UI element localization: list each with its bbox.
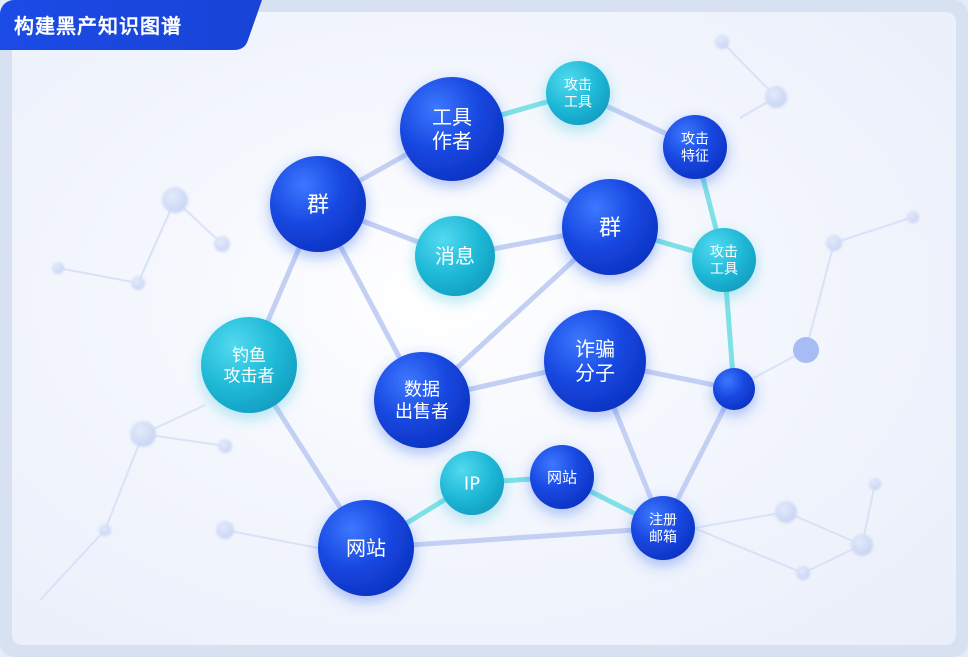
graph-node-label: 钓鱼	[232, 346, 266, 366]
graph-node-circle	[374, 352, 470, 448]
graph-node-circle	[692, 228, 756, 292]
graph-node-label: IP	[464, 473, 480, 494]
graph-node-label: 出售者	[395, 401, 449, 422]
graph-node-circle	[546, 61, 610, 125]
graph-node-label: 攻击	[564, 78, 592, 94]
graph-node-label: 诈骗	[575, 337, 615, 361]
graph-node-label: 邮箱	[649, 529, 677, 545]
page-title: 构建黑产知识图谱	[14, 14, 182, 38]
graph-node-label: 攻击	[681, 132, 709, 148]
graph-node-circle	[400, 77, 504, 181]
graph-node-ip[interactable]: IP	[440, 451, 504, 515]
graph-node-label: 作者	[432, 129, 472, 153]
title-tab: 构建黑产知识图谱	[0, 0, 262, 50]
graph-node-circle	[544, 310, 646, 412]
graph-node-label: 工具	[564, 94, 592, 110]
decorative-node	[793, 337, 819, 363]
graph-node-label: 工具	[710, 261, 738, 277]
graph-node-circle	[440, 451, 504, 515]
graph-node-unlabeled-hub[interactable]	[713, 368, 755, 410]
graph-node-label: 群	[599, 216, 621, 241]
graph-node-label: 数据	[404, 380, 440, 401]
graph-node-circle	[415, 216, 495, 296]
graph-node-label: 工具	[432, 105, 472, 129]
graph-node-label: 消息	[435, 244, 475, 268]
graph-node-circle	[631, 496, 695, 560]
graph-node-label: 网站	[346, 536, 386, 560]
graph-node-label: 攻击	[710, 245, 738, 261]
graph-node-circle	[270, 156, 366, 252]
graph-node-circle	[201, 317, 297, 413]
graph-node-label: 注册	[649, 513, 677, 529]
graph-node-circle	[530, 445, 594, 509]
graph-node-qun-left[interactable]: 群	[270, 156, 366, 252]
graph-node-label: 分子	[575, 361, 615, 385]
background-network-decoration	[39, 35, 919, 601]
graph-node-qun-right[interactable]: 群	[562, 179, 658, 275]
graph-node-circle	[562, 179, 658, 275]
graph-node-wangzhan-small[interactable]: 网站	[530, 445, 594, 509]
graph-node-circle	[663, 115, 727, 179]
graph-node-label: 群	[307, 193, 329, 218]
graph-edge-wangzhan-big-zhuce-youxiang	[363, 525, 666, 551]
graph-node-label: 攻击者	[224, 366, 275, 386]
graph-node-wangzhan-big[interactable]: 网站	[318, 500, 414, 596]
graph-node-circle	[713, 368, 755, 410]
graph-node-label: 特征	[681, 148, 709, 164]
graph-node-label: 网站	[547, 468, 577, 486]
graph-node-circle	[318, 500, 414, 596]
graph-node-xiaoxi[interactable]: 消息	[415, 216, 495, 296]
